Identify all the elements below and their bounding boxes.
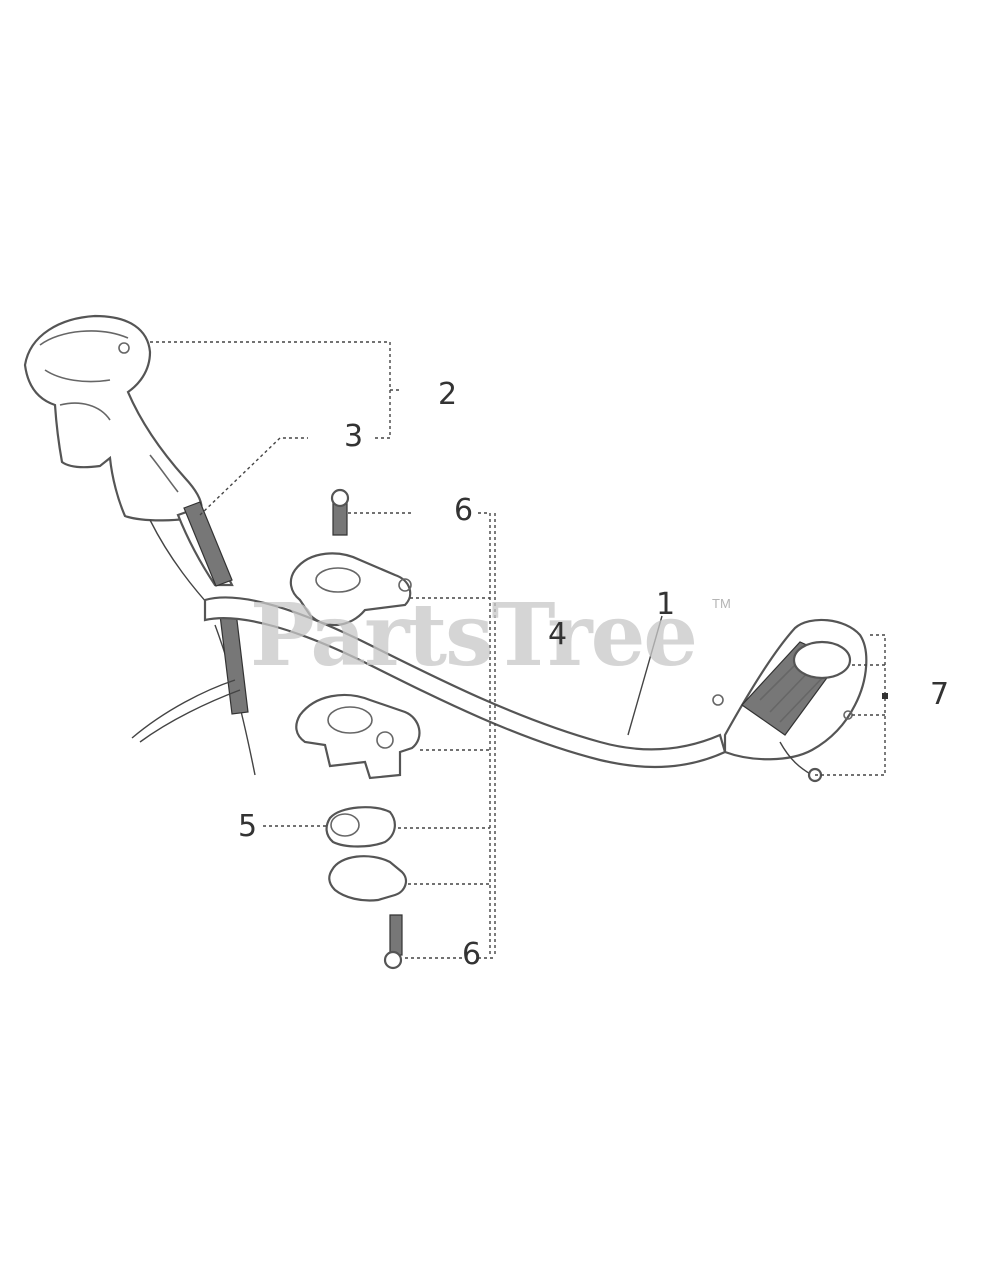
spacer — [325, 806, 396, 848]
throttle-cable — [131, 501, 256, 776]
leader-lines — [150, 341, 888, 959]
callout-7: 7 — [930, 677, 950, 712]
callout-4: 4 — [548, 617, 568, 652]
bottom-clamp — [328, 855, 408, 970]
trademark-symbol: TM — [712, 596, 731, 611]
upper-clamp — [289, 488, 412, 627]
callout-3: 3 — [344, 419, 364, 454]
callout-1: 1 — [656, 587, 676, 622]
callout-2: 2 — [438, 377, 458, 412]
assist-handle — [712, 618, 868, 783]
callout-5: 5 — [238, 809, 258, 844]
callout-6-lower: 6 — [462, 937, 482, 972]
callout-6-upper: 6 — [454, 493, 474, 528]
watermark: PartsTree — [250, 585, 698, 686]
throttle-handle — [23, 314, 203, 522]
lower-clamp — [295, 693, 421, 780]
